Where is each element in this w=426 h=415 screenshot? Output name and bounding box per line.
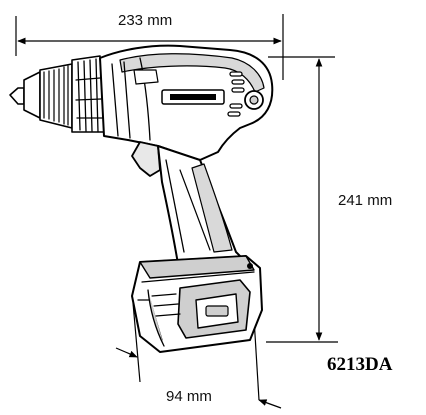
- width-dimension: [115, 302, 282, 409]
- width-extension-right: [253, 317, 260, 401]
- length-label: 233 mm: [118, 12, 173, 29]
- drill-illustration: [9, 44, 274, 353]
- trigger: [131, 141, 161, 177]
- vents: [227, 71, 245, 117]
- length-dimension: [15, 14, 284, 80]
- model-number: 6213DA: [327, 354, 393, 375]
- battery-pack: [131, 255, 263, 353]
- chuck: [9, 55, 105, 133]
- width-arrow-left: [115, 347, 138, 358]
- width-extension-left: [132, 302, 141, 383]
- width-arrow-right: [258, 399, 282, 409]
- height-label: 241 mm: [338, 192, 393, 209]
- height-dimension: [266, 56, 338, 343]
- width-label: 94 mm: [166, 388, 212, 405]
